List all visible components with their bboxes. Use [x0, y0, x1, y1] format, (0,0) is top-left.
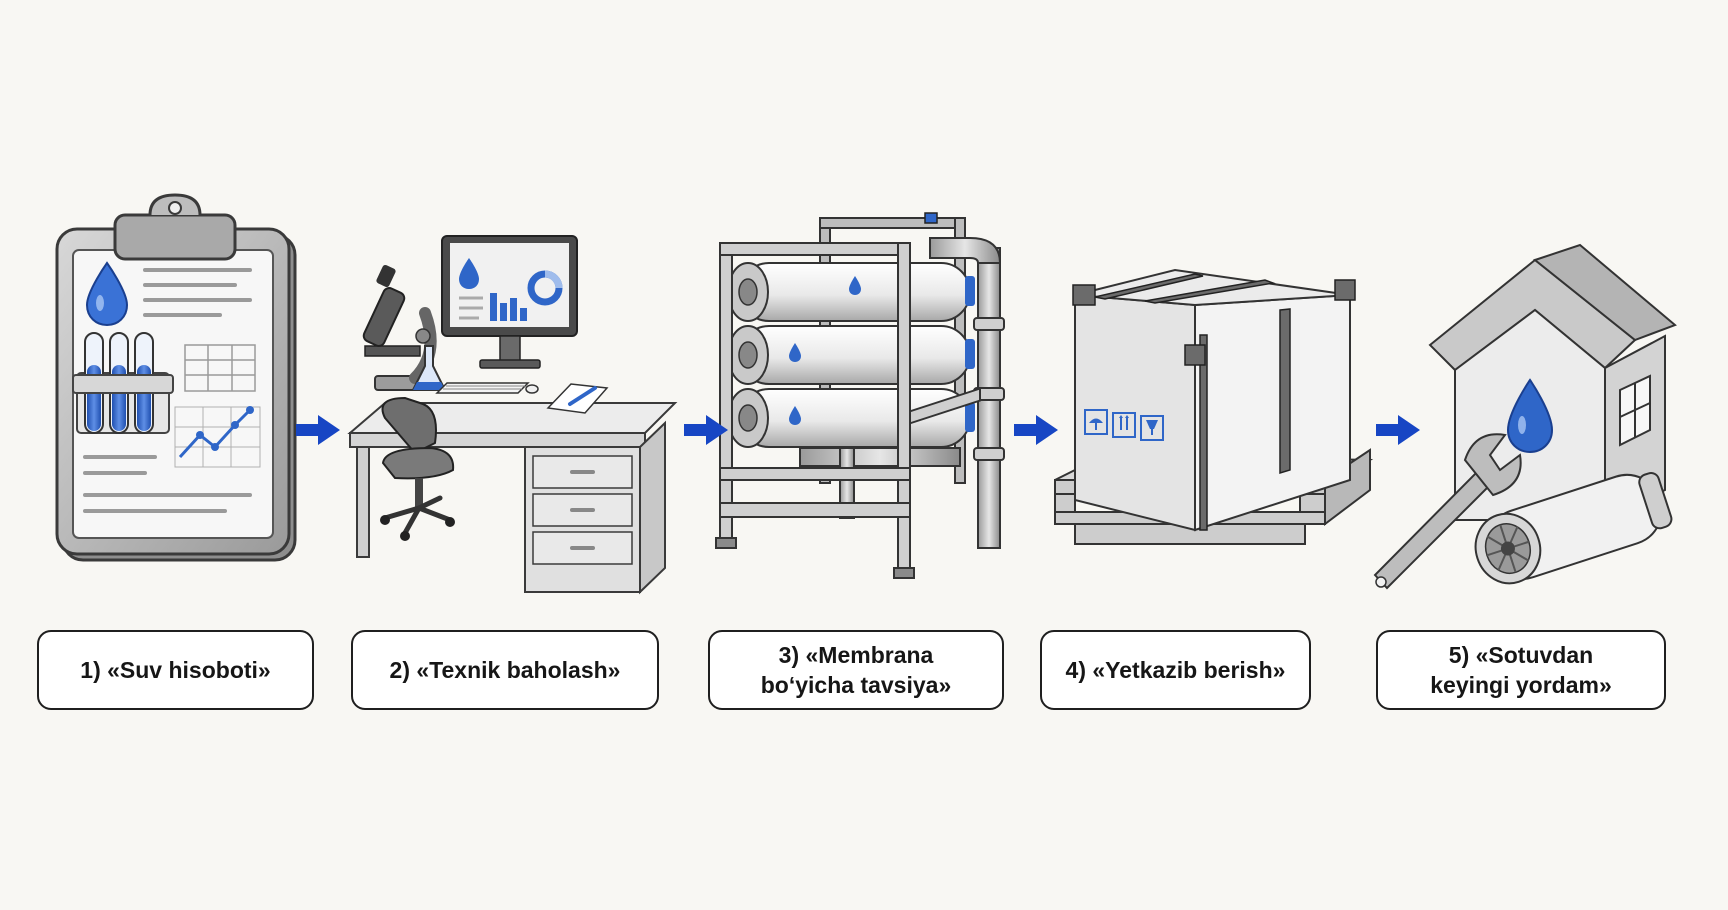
lab-desk-computer-icon [347, 235, 678, 595]
arrow-right-icon [1376, 415, 1420, 445]
crate-pallet-icon [1054, 268, 1374, 545]
house-service-icon [1373, 243, 1677, 590]
arrow-right-icon [684, 415, 728, 445]
step-3-label: 3) «Membrana bo‘yicha tavsiya» [708, 630, 1004, 710]
clipboard-water-report-icon [55, 193, 297, 562]
step-2-label: 2) «Texnik baholash» [351, 630, 659, 710]
membrana-rack-icon [715, 212, 1005, 579]
step-5-label: 5) «Sotuvdan keyingi yordam» [1376, 630, 1666, 710]
step-4-label: 4) «Yetkazib berish» [1040, 630, 1311, 710]
arrow-right-icon [296, 415, 340, 445]
arrow-right-icon [1014, 415, 1058, 445]
step-1-label: 1) «Suv hisoboti» [37, 630, 314, 710]
